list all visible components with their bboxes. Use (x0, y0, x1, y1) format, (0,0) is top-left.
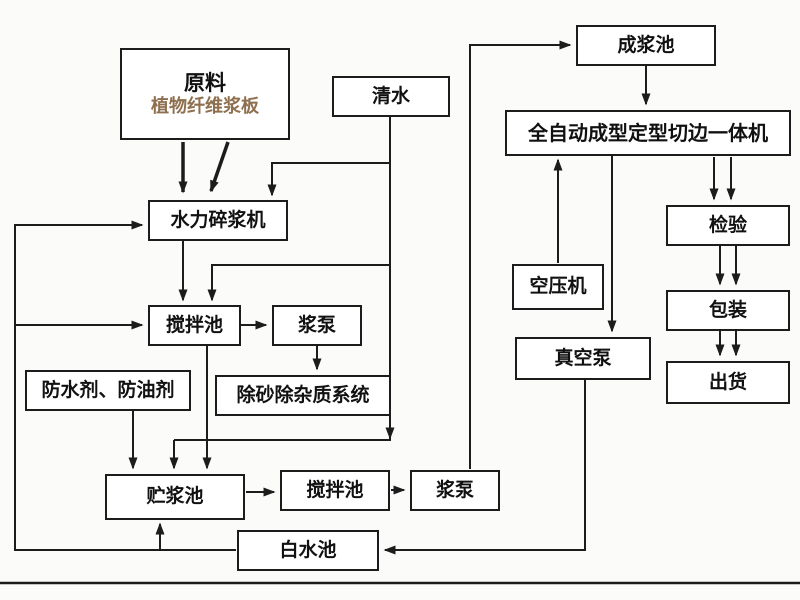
pulper-label: 水力碎浆机 (170, 208, 266, 231)
node-slurry-pool: 成浆池 (576, 25, 716, 66)
arrow-water-to-pulper (267, 117, 391, 197)
forming-machine-label: 全自动成型定型切边一体机 (528, 120, 768, 145)
mixing-pool-2-label: 搅拌池 (306, 478, 364, 501)
storage-pool-label: 贮浆池 (146, 485, 204, 508)
node-additives: 防水剂、防油剂 (25, 370, 191, 411)
arrow-vacuum-to-white-water (383, 380, 586, 555)
node-clean-water: 清水 (332, 76, 450, 117)
node-storage-pool: 贮浆池 (105, 474, 245, 520)
air-compressor-label: 空压机 (529, 275, 587, 298)
node-vacuum-pump: 真空泵 (515, 337, 651, 380)
node-pulp-pump-1: 浆泵 (272, 305, 362, 346)
impurity-system-label: 除砂除杂质系统 (236, 383, 370, 406)
node-mixing-pool-1: 搅拌池 (148, 305, 241, 346)
pulp-pump-1-label: 浆泵 (297, 313, 336, 336)
node-mixing-pool-2: 搅拌池 (280, 470, 390, 511)
inspection-label: 检验 (708, 213, 747, 236)
node-hydraulic-pulper: 水力碎浆机 (148, 200, 288, 241)
flow-arrows (0, 40, 800, 585)
node-inspection: 检验 (666, 205, 790, 246)
packaging-label: 包装 (708, 298, 747, 321)
raw-material-subtitle: 植物纤维浆板 (151, 95, 259, 117)
vacuum-pump-label: 真空泵 (554, 346, 612, 369)
shipping-label: 出货 (708, 370, 747, 393)
mixing-pool-1-label: 搅拌池 (165, 313, 223, 336)
node-air-compressor: 空压机 (512, 264, 604, 310)
raw-material-title: 原料 (184, 70, 226, 95)
arrow-water-to-mixing1 (207, 163, 391, 302)
node-shipping: 出货 (666, 361, 790, 404)
arrow-raw-to-pulper-2 (209, 141, 230, 193)
arrow-pump2-to-slurry-pool (469, 40, 572, 469)
pulp-pump-2-label: 浆泵 (435, 478, 474, 501)
clean-water-label: 清水 (371, 84, 410, 107)
node-white-water-pool: 白水池 (237, 530, 379, 571)
node-impurity-removal-system: 除砂除杂质系统 (215, 375, 391, 416)
white-water-pool-label: 白水池 (279, 538, 337, 561)
node-forming-machine: 全自动成型定型切边一体机 (505, 110, 791, 156)
node-raw-material: 原料 植物纤维浆板 (120, 48, 290, 140)
node-pulp-pump-2: 浆泵 (410, 470, 500, 511)
line-water-down-to-storage-rail (174, 265, 391, 441)
node-packaging: 包装 (666, 290, 790, 331)
slurry-pool-label: 成浆池 (617, 33, 675, 56)
arrow-white-water-to-pulper (14, 220, 236, 551)
additives-label: 防水剂、防油剂 (41, 378, 175, 401)
